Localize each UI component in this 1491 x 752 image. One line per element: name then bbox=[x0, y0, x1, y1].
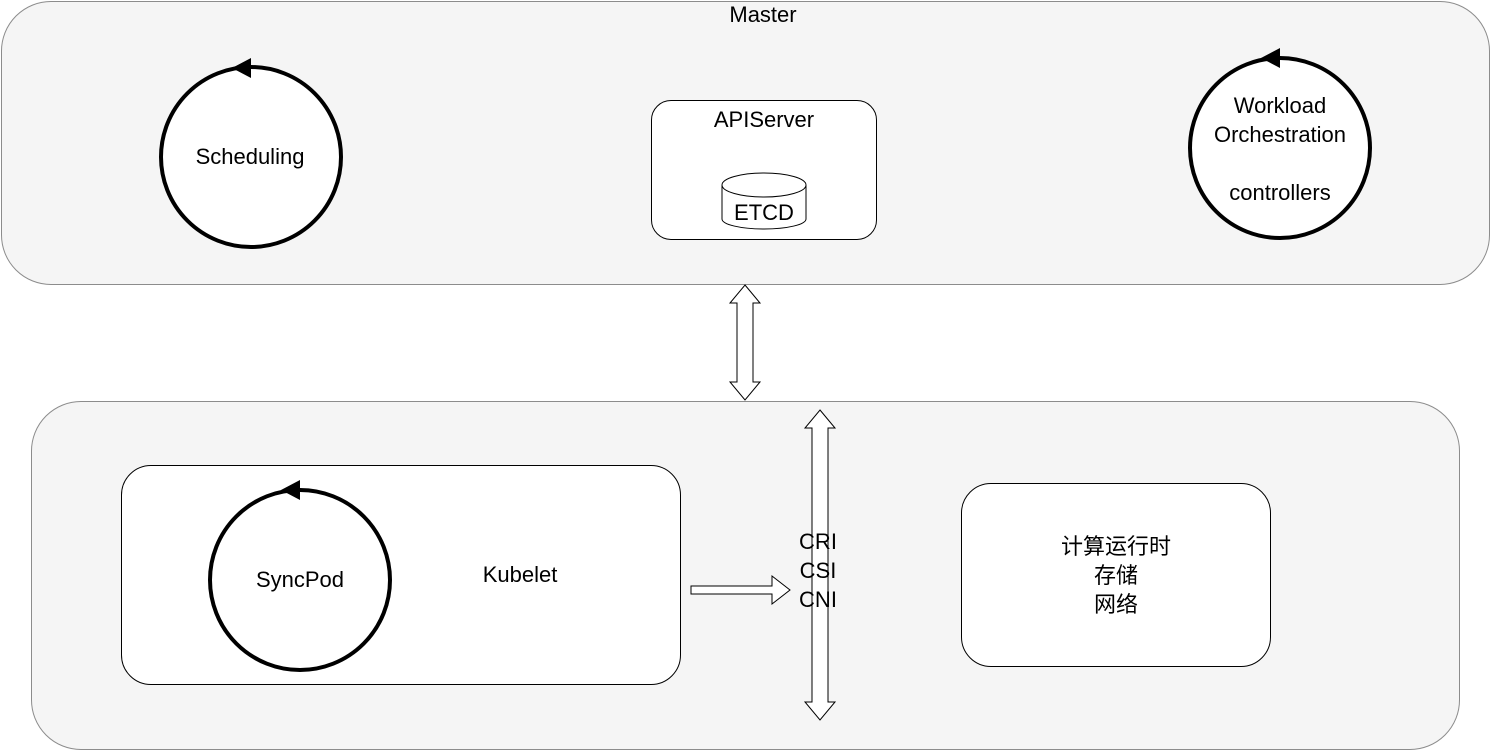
scheduling-label: Scheduling bbox=[195, 144, 305, 169]
runtime-storage-network-label: 计算运行时 存储 网络 bbox=[1060, 534, 1171, 617]
master-title: Master bbox=[729, 2, 797, 27]
kubelet-label: Kubelet bbox=[482, 562, 558, 587]
runtime-box bbox=[961, 483, 1271, 667]
master-node-arrow-icon bbox=[728, 284, 762, 401]
apiserver-box bbox=[651, 100, 877, 240]
syncpod-label: SyncPod bbox=[255, 567, 345, 592]
apiserver-label: APIServer bbox=[713, 107, 815, 132]
etcd-label: ETCD bbox=[734, 200, 794, 225]
workload-orchestration-label: Workload Orchestration controllers bbox=[1213, 93, 1347, 205]
cri-csi-cni-label: CRI CSI CNI bbox=[799, 529, 837, 612]
